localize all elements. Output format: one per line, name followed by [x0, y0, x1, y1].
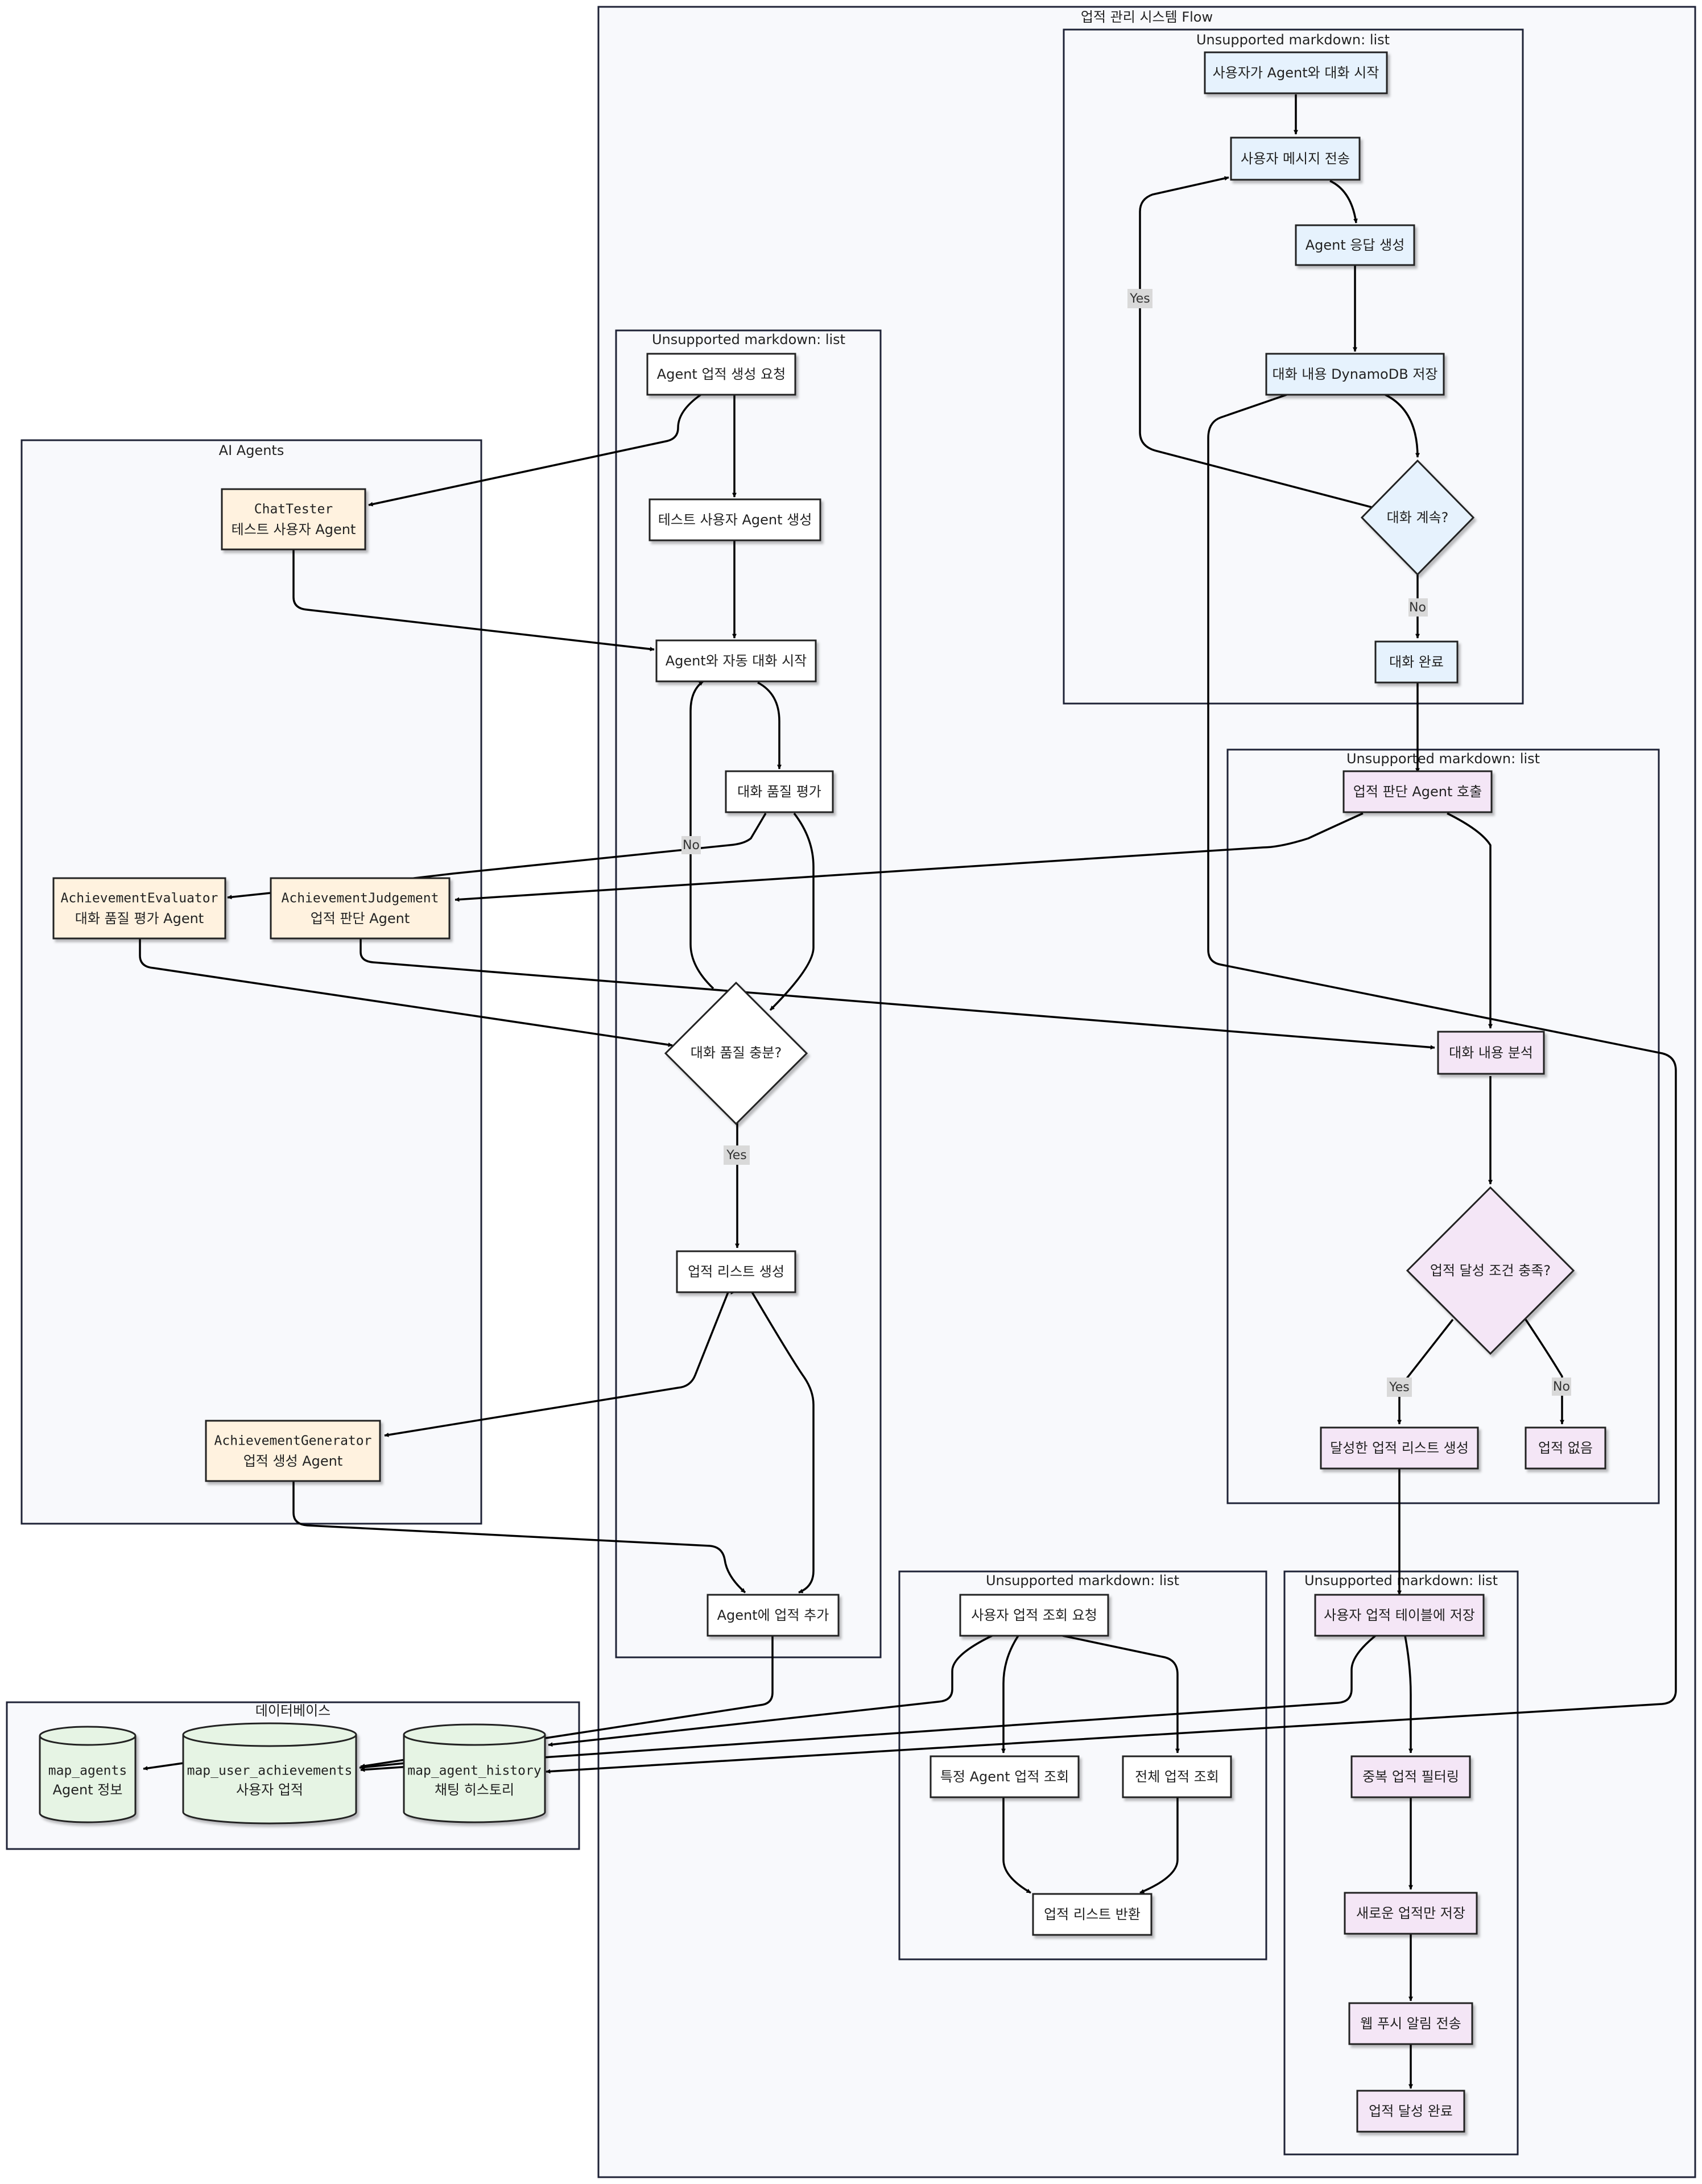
node-chat-continue: 대화 계속? — [1360, 459, 1475, 576]
cluster-judge: Unsupported markdown: list — [1226, 748, 1660, 1504]
svg-text:업적 생성 Agent: 업적 생성 Agent — [243, 1453, 343, 1469]
svg-text:업적 없음: 업적 없음 — [1538, 1440, 1593, 1456]
edge-label-no-judge: No — [1553, 1380, 1570, 1394]
node-judge-list: 달성한 업적 리스트 생성 — [1320, 1426, 1479, 1470]
svg-text:Agent에 업적 추가: Agent에 업적 추가 — [717, 1607, 829, 1623]
svg-text:ChatTester: ChatTester — [254, 502, 333, 517]
cluster-save: Unsupported markdown: list — [1283, 1570, 1519, 2156]
node-save-done: 업적 달성 완료 — [1356, 2090, 1465, 2133]
svg-text:대화 완료: 대화 완료 — [1389, 654, 1444, 670]
edge-label-no-create: No — [683, 838, 700, 853]
node-agent-evaluator: AchievementEvaluator 대화 품질 평가 Agent — [52, 877, 226, 940]
svg-text:AchievementGenerator: AchievementGenerator — [214, 1434, 372, 1449]
node-save-dedup: 중복 업적 필터링 — [1350, 1755, 1471, 1798]
node-create-req: Agent 업적 생성 요청 — [646, 353, 796, 396]
cluster-db-title: 데이터베이스 — [255, 1703, 331, 1719]
edges — [139, 94, 1677, 2089]
node-chat-resp: Agent 응답 생성 — [1295, 224, 1415, 266]
edge-labels: Yes No No Yes Yes No — [681, 289, 1571, 1397]
node-query-req: 사용자 업적 조회 요청 — [959, 1594, 1109, 1637]
node-db-history: map_agent_history 채팅 히스토리 — [403, 1723, 546, 1823]
node-create-list: 업적 리스트 생성 — [676, 1250, 796, 1293]
node-create-auto: Agent와 자동 대화 시작 — [655, 639, 817, 682]
node-create-test: 테스트 사용자 Agent 생성 — [648, 498, 821, 541]
cluster-main-title: 업적 관리 시스템 Flow — [1081, 9, 1213, 25]
edge-label-yes-judge: Yes — [1389, 1380, 1410, 1395]
cluster-save-title: Unsupported markdown: list — [1304, 1573, 1498, 1589]
svg-text:업적 리스트 반환: 업적 리스트 반환 — [1044, 1906, 1141, 1922]
svg-text:테스트 사용자 Agent 생성: 테스트 사용자 Agent 생성 — [658, 512, 812, 528]
node-create-eval: 대화 품질 평가 — [725, 770, 834, 813]
node-save-new: 새로운 업적만 저장 — [1344, 1892, 1478, 1935]
svg-text:대화 품질 충분?: 대화 품질 충분? — [691, 1045, 782, 1061]
cluster-judge-title: Unsupported markdown: list — [1346, 751, 1540, 767]
node-agent-judgement: AchievementJudgement 업적 판단 Agent — [270, 877, 451, 940]
edge-label-yes-create: Yes — [726, 1148, 747, 1163]
svg-text:대화 계속?: 대화 계속? — [1387, 510, 1449, 526]
svg-text:달성한 업적 리스트 생성: 달성한 업적 리스트 생성 — [1330, 1440, 1469, 1456]
svg-text:Agent 정보: Agent 정보 — [53, 1782, 123, 1798]
svg-text:Agent와 자동 대화 시작: Agent와 자동 대화 시작 — [666, 653, 807, 669]
node-chat-start: 사용자가 Agent와 대화 시작 — [1204, 51, 1388, 94]
node-chat-send: 사용자 메시지 전송 — [1230, 136, 1361, 181]
svg-text:map_agent_history: map_agent_history — [407, 1764, 541, 1778]
svg-text:대화 내용 분석: 대화 내용 분석 — [1449, 1045, 1533, 1061]
node-query-agent: 특정 Agent 업적 조회 — [930, 1755, 1080, 1798]
svg-text:Agent 응답 생성: Agent 응답 생성 — [1306, 237, 1405, 253]
node-query-all: 전체 업적 조회 — [1122, 1755, 1232, 1798]
node-query-return: 업적 리스트 반환 — [1032, 1893, 1152, 1936]
node-save-push: 웹 푸시 알림 전송 — [1348, 2002, 1473, 2045]
svg-text:Agent 업적 생성 요청: Agent 업적 생성 요청 — [657, 366, 786, 382]
node-judge-analyze: 대화 내용 분석 — [1437, 1031, 1545, 1075]
svg-text:특정 Agent 업적 조회: 특정 Agent 업적 조회 — [940, 1769, 1069, 1785]
svg-text:AchievementEvaluator: AchievementEvaluator — [61, 891, 218, 906]
svg-text:테스트 사용자 Agent: 테스트 사용자 Agent — [232, 522, 356, 537]
cluster-chat-title: Unsupported markdown: list — [1196, 32, 1390, 48]
svg-text:업적 판단 Agent: 업적 판단 Agent — [311, 911, 410, 926]
svg-text:새로운 업적만 저장: 새로운 업적만 저장 — [1356, 1905, 1465, 1921]
svg-text:사용자 메시지 전송: 사용자 메시지 전송 — [1241, 151, 1350, 167]
svg-text:대화 품질 평가 Agent: 대화 품질 평가 Agent — [75, 911, 204, 926]
node-agent-generator: AchievementGenerator 업적 생성 Agent — [205, 1420, 381, 1482]
node-chat-done: 대화 완료 — [1374, 640, 1459, 684]
node-judge-none: 업적 없음 — [1525, 1426, 1606, 1470]
svg-text:중복 업적 필터링: 중복 업적 필터링 — [1362, 1769, 1459, 1785]
node-create-add: Agent에 업적 추가 — [707, 1594, 840, 1637]
node-judge-cond: 업적 달성 조건 충족? — [1406, 1186, 1575, 1355]
node-db-achievements: map_user_achievements 사용자 업적 — [182, 1722, 357, 1825]
svg-text:업적 리스트 생성: 업적 리스트 생성 — [688, 1264, 784, 1280]
svg-text:웹 푸시 알림 전송: 웹 푸시 알림 전송 — [1360, 2016, 1461, 2032]
node-save-table: 사용자 업적 테이블에 저장 — [1314, 1594, 1485, 1637]
svg-text:사용자가 Agent와 대화 시작: 사용자가 Agent와 대화 시작 — [1213, 65, 1379, 81]
svg-text:업적 판단 Agent 호출: 업적 판단 Agent 호출 — [1353, 784, 1482, 800]
cluster-create-title: Unsupported markdown: list — [652, 332, 845, 348]
node-chat-store: 대화 내용 DynamoDB 저장 — [1265, 353, 1445, 396]
svg-text:업적 달성 조건 충족?: 업적 달성 조건 충족? — [1430, 1263, 1551, 1279]
edge-label-no-chat: No — [1409, 601, 1426, 615]
svg-text:채팅 히스토리: 채팅 히스토리 — [435, 1782, 514, 1798]
svg-text:대화 내용 DynamoDB 저장: 대화 내용 DynamoDB 저장 — [1273, 366, 1438, 382]
svg-text:업적 달성 완료: 업적 달성 완료 — [1369, 2103, 1453, 2119]
node-judge-call: 업적 판단 Agent 호출 — [1342, 770, 1493, 813]
svg-text:전체 업적 조회: 전체 업적 조회 — [1135, 1769, 1219, 1785]
svg-text:사용자 업적: 사용자 업적 — [236, 1782, 303, 1798]
svg-text:map_agents: map_agents — [48, 1764, 127, 1778]
node-db-agents: map_agents Agent 정보 — [39, 1726, 137, 1823]
svg-text:사용자 업적 조회 요청: 사용자 업적 조회 요청 — [971, 1607, 1097, 1623]
svg-text:map_user_achievements: map_user_achievements — [187, 1764, 353, 1778]
cluster-agents-title: AI Agents — [219, 442, 284, 458]
node-create-ok: 대화 품질 충분? — [664, 981, 808, 1126]
svg-text:사용자 업적 테이블에 저장: 사용자 업적 테이블에 저장 — [1324, 1607, 1475, 1623]
cluster-query-title: Unsupported markdown: list — [986, 1573, 1179, 1589]
svg-text:AchievementJudgement: AchievementJudgement — [282, 891, 439, 906]
svg-text:대화 품질 평가: 대화 품질 평가 — [737, 784, 821, 800]
edge-label-yes-chat: Yes — [1129, 292, 1150, 306]
node-agent-chattester: ChatTester 테스트 사용자 Agent — [221, 488, 366, 551]
